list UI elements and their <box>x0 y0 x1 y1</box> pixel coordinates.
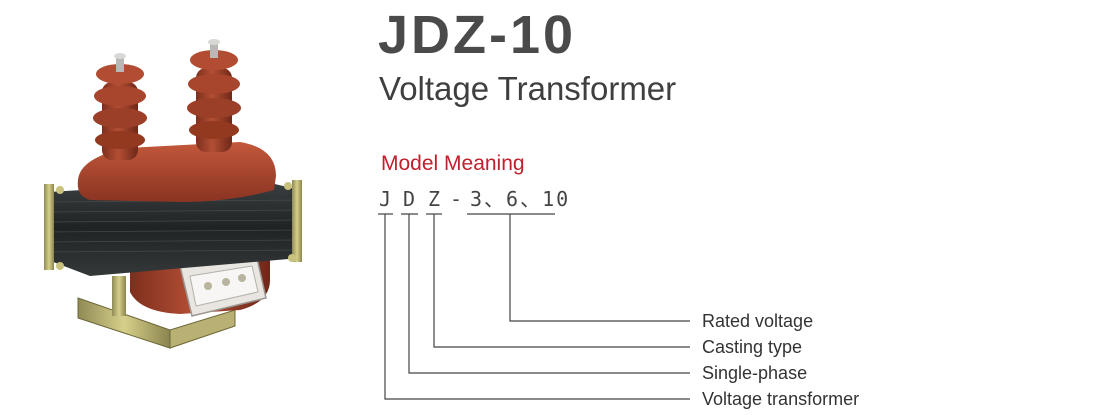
meaning-casting-type: Casting type <box>702 337 803 357</box>
meaning-single-phase: Single-phase <box>702 363 808 383</box>
meaning-voltage-transformer: Voltage transformer <box>702 389 860 409</box>
code-dash: - <box>450 187 463 211</box>
meaning-rated-voltage: Rated voltage <box>702 311 814 331</box>
leader-voltages <box>509 214 690 322</box>
model-meaning-heading: Model Meaning <box>381 152 525 175</box>
product-subtitle: Voltage Transformer <box>379 70 677 107</box>
leader-j <box>384 214 690 400</box>
model-title: JDZ-10 <box>378 5 577 65</box>
leader-z <box>433 214 690 348</box>
code-rated-voltages: 3、6、10 <box>470 187 571 211</box>
code-letter-d: D <box>403 187 416 211</box>
transformer-product-image <box>44 39 302 349</box>
code-letter-z: Z <box>428 187 441 211</box>
leader-d <box>408 214 690 374</box>
code-letter-j: J <box>379 187 392 211</box>
